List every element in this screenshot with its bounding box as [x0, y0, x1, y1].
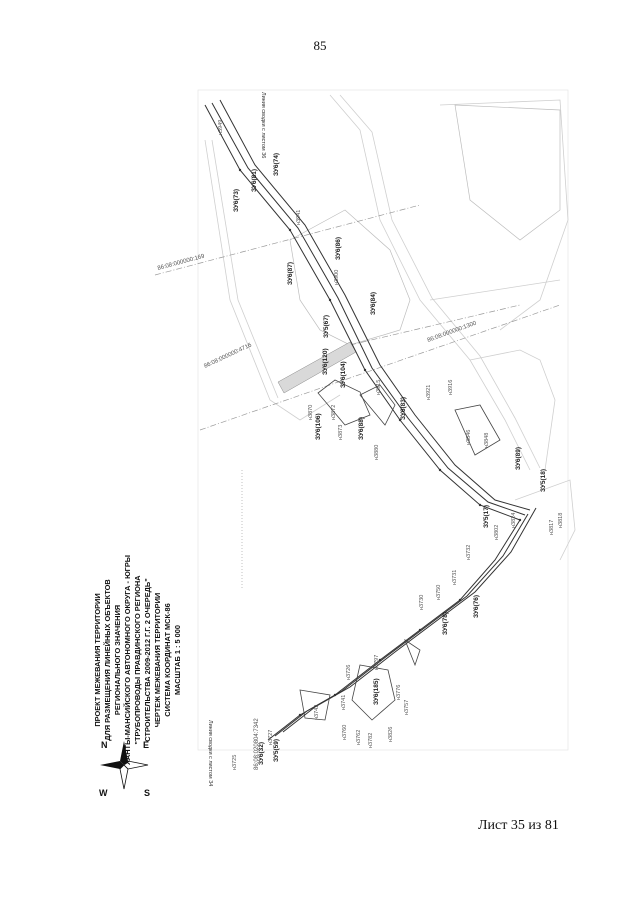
- title-line: ХАНТЫ-МАНСИЙСКОГО АВТОНОМНОГО ОКРУГА - Ю…: [123, 555, 132, 765]
- point-label: н3900: [334, 270, 340, 285]
- map-frame: [197, 89, 569, 751]
- plot-label: ЗУ6(88): [358, 417, 365, 440]
- point-label: н3824: [511, 513, 517, 528]
- point-label: н3742: [314, 705, 320, 720]
- point-label: н3818: [558, 513, 564, 528]
- compass-w: W: [99, 788, 108, 798]
- zone-polygon: [289, 104, 561, 346]
- plot-label: ЗУ6(104): [340, 361, 347, 388]
- plot-label: ЗУ6(87): [287, 262, 294, 285]
- point-label: н3797: [374, 655, 380, 670]
- title-line: МАСШТАБ 1 : 5 000: [173, 625, 182, 695]
- point-label: н3757: [404, 700, 410, 715]
- plot-label: ЗУ5(17): [483, 505, 490, 528]
- quarter-label: 86:08:000000:169: [157, 253, 206, 271]
- point-label: н3727: [268, 730, 274, 745]
- point-label: н3750: [436, 585, 442, 600]
- point-label: н3760: [342, 725, 348, 740]
- point-label: н3732: [466, 545, 472, 560]
- point-label: н3826: [388, 727, 394, 742]
- title-line: "ТРУБОПРОВОДЫ ПРАВДИНСКОГО РЕГИОНА: [133, 575, 142, 745]
- plot-label: ЗУ6(120): [322, 348, 329, 375]
- point-label: н3731: [452, 570, 458, 585]
- point-label: н3726: [346, 665, 352, 680]
- plot-label: ЗУ6(81): [251, 169, 258, 192]
- point-label: н3730: [419, 595, 425, 610]
- plot-label: ЗУ6(185): [373, 678, 380, 705]
- point-labels: н3725 н3727 н3742 н3741 н3726 н3730 н373…: [218, 120, 564, 770]
- title-line: ЧЕРТЕЖ МЕЖЕВАНИЯ ТЕРРИТОРИИ: [153, 593, 162, 727]
- point-label: н3873: [338, 425, 344, 440]
- point-label: н3880: [374, 445, 380, 460]
- point-label: н3741: [341, 695, 347, 710]
- compass-e: E: [143, 740, 149, 750]
- plot-label: ЗУ6(76): [473, 595, 480, 618]
- plot-label: ЗУ5(18): [540, 469, 547, 492]
- plot-label: ЗУ6(32): [258, 742, 265, 765]
- page-number: 85: [313, 38, 327, 53]
- title-line: ДЛЯ РАЗМЕЩЕНИЯ ЛИНЕЙНЫХ ОБЪЕКТОВ: [103, 579, 112, 741]
- plot-label: ЗУ6(89): [515, 447, 522, 470]
- plot-label: ЗУ6(78): [442, 612, 449, 635]
- point-label: н3802: [494, 525, 500, 540]
- title-line: СИСТЕМА КООРДИНАТ МСК-86: [163, 603, 172, 716]
- point-label: н3872: [331, 405, 337, 420]
- plot-label: ЗУ5(67): [323, 315, 330, 338]
- match-line-bottom: Линия сводки с листом 34: [207, 720, 213, 786]
- plot-label: ЗУ5(59): [273, 739, 280, 762]
- point-label: н3846: [466, 430, 472, 445]
- match-line-top: Линия сводки с листом 36: [260, 92, 266, 158]
- compass-s: S: [144, 788, 150, 798]
- title-line: СТРОИТЕЛЬСТВА 2009-2012 Г.Г. 2 ОЧЕРЕДЬ": [143, 578, 152, 742]
- sheet-label: Лист 35 из 81: [478, 818, 559, 833]
- plot-label: ЗУ6(83): [400, 397, 407, 420]
- quarter-boundaries: [154, 204, 561, 431]
- plot-label: ЗУ6(73): [233, 189, 240, 212]
- background-roads: [204, 94, 576, 561]
- plot-outlines: [299, 379, 501, 721]
- point-label: н3949: [218, 120, 224, 135]
- point-label: н3941: [296, 210, 302, 225]
- point-label: н3776: [396, 685, 402, 700]
- plot-label: ЗУ6(74): [273, 153, 280, 176]
- point-label: н3848: [484, 433, 490, 448]
- compass-rose: N W E S: [99, 740, 150, 798]
- title-line: РЕГИОНАЛЬНОГО ЗНАЧЕНИЯ: [113, 605, 122, 715]
- pipeline-corridor: [204, 99, 537, 741]
- node-markers: [238, 168, 522, 717]
- point-label: н3817: [549, 520, 555, 535]
- plot-label: ЗУ6(84): [370, 292, 377, 315]
- point-label: н3916: [448, 380, 454, 395]
- point-label: н3870: [308, 405, 314, 420]
- point-label: н3762: [356, 730, 362, 745]
- title-line: ПРОЕКТ МЕЖЕВАНИЯ ТЕРРИТОРИИ: [93, 593, 102, 726]
- quarter-label: 86:08:000000:1300: [427, 320, 478, 344]
- point-label: н3915: [376, 380, 382, 395]
- point-label: н3725: [232, 755, 238, 770]
- quarter-label: 86:08:020804:7342: [254, 718, 260, 770]
- point-label: н3921: [426, 385, 432, 400]
- quarter-label: 86:08:000000:4716: [203, 342, 253, 370]
- plot-label: ЗУ6(106): [315, 413, 322, 440]
- plot-label: ЗУ6(86): [335, 237, 342, 260]
- point-label: н3782: [368, 733, 374, 748]
- title-block: ПРОЕКТ МЕЖЕВАНИЯ ТЕРРИТОРИИ ДЛЯ РАЗМЕЩЕН…: [93, 555, 182, 765]
- plot-labels: ЗУ6(73) ЗУ6(81) ЗУ6(74) ЗУ6(86) ЗУ6(87) …: [233, 153, 547, 765]
- compass-n: N: [101, 740, 108, 750]
